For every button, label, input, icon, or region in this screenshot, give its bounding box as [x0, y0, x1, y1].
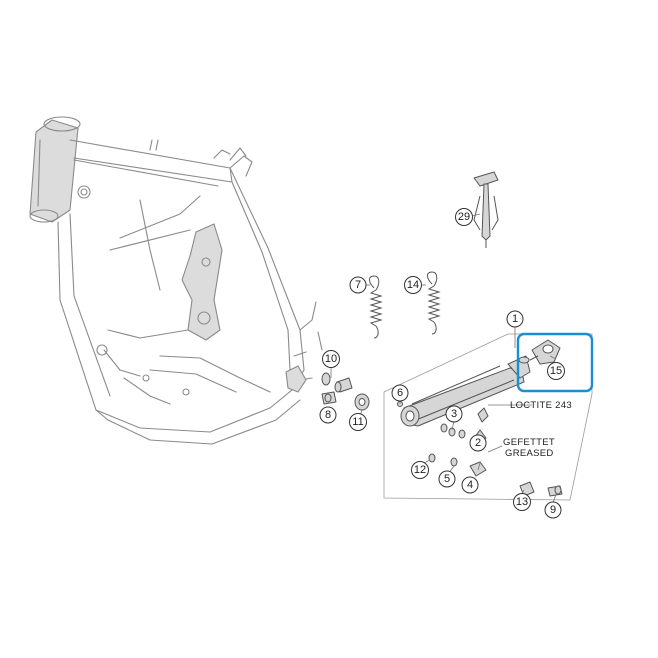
part-12-washer-drawing: [428, 453, 436, 463]
svg-text:8: 8: [325, 409, 331, 421]
callout-11: 11: [349, 413, 367, 431]
svg-text:6: 6: [397, 387, 403, 399]
part-7-spring-drawing: [369, 275, 383, 339]
part-3-washer-drawing: [440, 423, 466, 439]
svg-text:1: 1: [512, 313, 518, 325]
svg-text:9: 9: [550, 504, 556, 516]
callout-12: 12: [411, 461, 429, 479]
svg-text:10: 10: [325, 353, 337, 365]
svg-text:7: 7: [355, 279, 361, 291]
svg-text:12: 12: [414, 464, 426, 476]
loctite-note: LOCTITE 243: [510, 400, 572, 411]
callout-8: 8: [319, 406, 337, 424]
callout-29: 29: [455, 208, 473, 226]
callout-6: 6: [391, 384, 409, 402]
leader-lines: [327, 213, 557, 504]
svg-text:29: 29: [458, 211, 470, 223]
svg-text:5: 5: [444, 473, 450, 485]
svg-text:13: 13: [516, 496, 528, 508]
callout-3: 3: [445, 405, 463, 423]
callout-1: 1: [506, 310, 524, 328]
part-9-bolt-drawing: [547, 485, 563, 497]
callout-14: 14: [404, 276, 422, 294]
part-5-washer-drawing: [450, 457, 458, 467]
part-10-bolt-drawing: [334, 377, 353, 393]
callout-13: 13: [513, 493, 531, 511]
loctite-screw-drawing: [477, 407, 489, 423]
part-15-highlight-box: [516, 332, 594, 393]
part-29-spring-hook-tool-drawing: [473, 171, 499, 248]
callout-7: 7: [349, 276, 367, 294]
callout-15: 15: [547, 362, 565, 380]
motorcycle-frame: [29, 116, 323, 445]
callout-2: 2: [469, 434, 487, 452]
svg-text:11: 11: [352, 416, 363, 428]
callout-10: 10: [322, 350, 340, 368]
part-11-washer-drawing: [354, 393, 370, 411]
gefettet-note: GEFETTET: [503, 437, 555, 448]
part-10-washer-drawing: [321, 372, 331, 386]
svg-text:4: 4: [467, 479, 473, 491]
svg-text:2: 2: [475, 437, 481, 449]
part-8-nut-drawing: [321, 391, 337, 405]
part-15-bumper-drawing: [529, 339, 561, 365]
callout-5: 5: [438, 470, 456, 488]
part-1-side-stand-drawing: [400, 355, 531, 427]
callout-9: 9: [544, 501, 562, 519]
greased-note: GREASED: [505, 448, 554, 459]
svg-text:15: 15: [550, 365, 562, 377]
svg-text:14: 14: [407, 279, 419, 291]
part-14-spring-drawing: [427, 271, 441, 335]
side-stand-assembly-outline: [383, 333, 593, 501]
svg-text:3: 3: [451, 408, 457, 420]
callout-4: 4: [461, 476, 479, 494]
